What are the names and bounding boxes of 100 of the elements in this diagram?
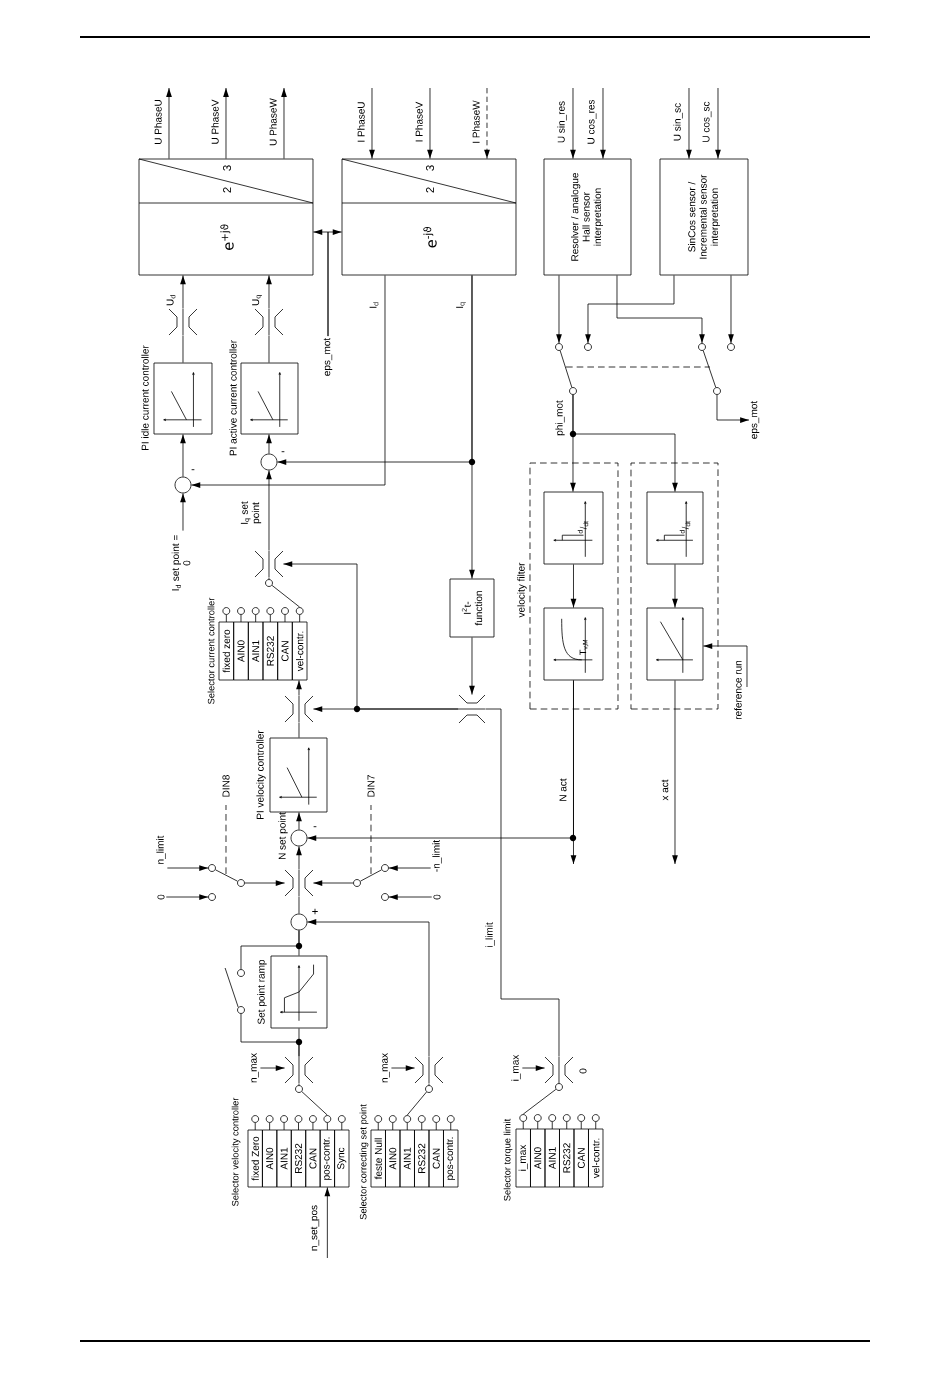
arrow — [672, 564, 678, 608]
block-title: PI active current controller — [229, 340, 237, 456]
table-cell: AIN1 — [544, 1128, 560, 1188]
arrow — [266, 275, 272, 309]
transform-block: 2 3 e$^{-jϑ}$ — [341, 158, 517, 276]
switch-contact — [569, 387, 577, 395]
arrow — [715, 87, 721, 159]
table-cell: CAN — [428, 1129, 444, 1188]
table-cell: AIN0 — [262, 1129, 278, 1188]
signal-label: eps_mot — [323, 337, 333, 376]
signal-label: n_set_pos — [310, 1205, 320, 1251]
table-cell: vel-contr. — [291, 621, 308, 681]
connector-line — [240, 1013, 300, 1057]
signal-label: U sin_res — [557, 101, 567, 143]
signal-label: U$_{q}$ — [252, 295, 262, 306]
table-cell: AIN0 — [385, 1129, 401, 1188]
signal-label: 0 — [157, 894, 165, 900]
switch-contact — [208, 864, 216, 872]
limiter-symbol — [284, 1056, 314, 1084]
signal-label: N act — [559, 778, 567, 801]
block-title: Selector current controller — [207, 597, 215, 704]
table-cell: i_max — [515, 1128, 531, 1188]
signal-label: U sin_sc — [673, 103, 683, 141]
table-cell: AIN1 — [247, 621, 264, 681]
switch-contact — [353, 879, 361, 887]
switch-contact — [727, 343, 735, 351]
arrow — [369, 87, 375, 159]
limiter-symbol — [284, 695, 314, 723]
arrow — [388, 865, 432, 871]
arrow — [166, 87, 172, 159]
function-block: $^{d}$/$_{dt}$ — [543, 491, 604, 565]
arrow — [296, 680, 302, 696]
signal-label: 0 — [433, 894, 441, 900]
limiter-symbol — [168, 308, 198, 336]
signal-label: n_max — [251, 1053, 259, 1083]
signal-label: U PhaseU — [154, 100, 162, 145]
connector-line — [298, 896, 300, 914]
arrow — [570, 564, 577, 608]
arrow — [728, 275, 734, 344]
connector-line — [298, 1083, 300, 1086]
signal-label: I$_{q}$ set point — [240, 501, 262, 524]
arrow — [585, 275, 675, 344]
arrow — [570, 87, 576, 159]
switch-contact — [381, 864, 389, 872]
connector-line — [428, 1083, 430, 1086]
arrow — [388, 894, 433, 900]
table-cell: vel-contr. — [588, 1128, 604, 1188]
signal-label: I$_{q}$ — [456, 302, 466, 308]
function-block: I$^{2}$t- function — [449, 578, 495, 638]
signal-label: U cos_sc — [702, 101, 712, 142]
arrow — [703, 643, 748, 688]
arrow — [427, 87, 433, 159]
arrow — [716, 394, 750, 423]
arrow — [469, 275, 475, 579]
arrow — [191, 275, 386, 488]
limiter-symbol — [458, 694, 486, 724]
signal-label: x act — [661, 779, 669, 801]
signal-label: i_limit — [485, 922, 495, 948]
arrow — [166, 865, 209, 871]
table-cell: AIN0 — [530, 1128, 546, 1188]
signal-label: n_limit — [156, 835, 166, 864]
limiter-symbol — [414, 1056, 444, 1084]
switch-contact — [295, 1085, 303, 1093]
signal-label: DIN7 — [367, 775, 375, 797]
arrow — [672, 680, 678, 865]
arrow — [324, 1187, 331, 1259]
switch-contact — [584, 343, 592, 351]
connector-line — [702, 350, 717, 388]
arrow — [260, 1065, 285, 1071]
arrow — [391, 1065, 415, 1071]
signal-label: I PhaseV — [415, 101, 423, 142]
arrow — [165, 894, 209, 900]
connector-line — [215, 869, 238, 882]
table-cell: CAN — [573, 1128, 589, 1188]
arrow — [327, 229, 342, 337]
sign-label: - — [313, 826, 317, 828]
switch-contact — [555, 1083, 563, 1091]
arrow — [281, 87, 287, 159]
signal-label: I$_{d}$ set point = 0 — [171, 535, 191, 591]
switch-contact — [713, 387, 721, 395]
arrow — [307, 919, 430, 1057]
group-title: velocity filter — [517, 562, 527, 618]
connector-line — [298, 722, 300, 738]
arrow — [266, 470, 272, 551]
arrow — [616, 275, 705, 344]
function-block: Resolver / analogue Hall sensor interpretation — [543, 158, 632, 276]
signal-label: DIN8 — [222, 775, 230, 797]
limiter-symbol — [544, 1056, 574, 1084]
table-cell: pos-contr. — [443, 1129, 459, 1188]
signal-label: N set point — [278, 812, 288, 860]
signal-label: U cos_res — [587, 99, 597, 144]
arrow — [296, 812, 302, 830]
arrow — [556, 275, 562, 344]
arrow — [296, 846, 302, 870]
table-cell: RS232 — [290, 1129, 307, 1188]
signal-label: I PhaseW — [472, 100, 480, 143]
switch-contact — [237, 879, 245, 887]
table-cell: RS232 — [414, 1129, 430, 1188]
connector-line — [485, 708, 560, 1057]
arrow — [484, 87, 490, 159]
